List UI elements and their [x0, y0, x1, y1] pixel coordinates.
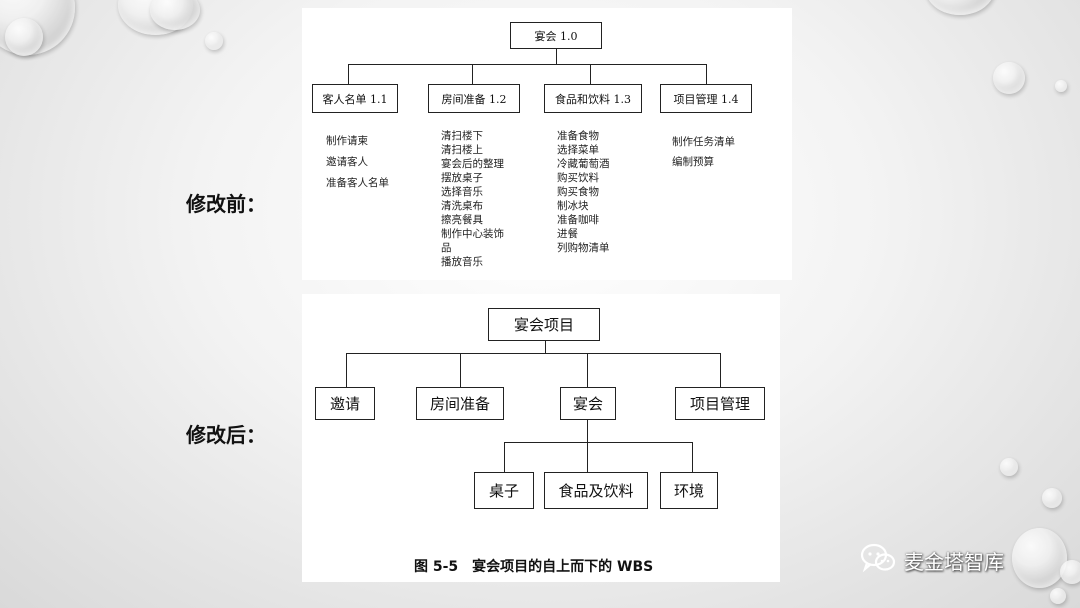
connector [460, 353, 462, 387]
wbs-branch-room-prep: 房间准备 1.2 [428, 84, 520, 113]
list-item: 播放音乐 [441, 256, 483, 268]
guest-list-items: 制作请柬 邀请客人 准备客人名单 [326, 131, 389, 194]
connector [545, 340, 547, 353]
list-item: 擦亮餐具 [441, 214, 483, 226]
connector [348, 64, 350, 84]
list-item: 清扫楼下 [441, 130, 483, 142]
connector [504, 442, 506, 472]
water-drop [5, 18, 43, 56]
brand-name: 麦金塔智库 [904, 549, 1004, 574]
list-item: 选择音乐 [441, 186, 483, 198]
list-item: 准备咖啡 [557, 214, 599, 226]
after-wbs-panel: 宴会项目 邀请 房间准备 宴会 项目管理 桌子 食品及饮料 环境 图 5-5 宴… [302, 294, 780, 582]
list-item: 品 [441, 242, 452, 254]
list-item: 购买饮料 [557, 172, 599, 184]
food-drink-items: 准备食物 选择菜单 冷藏葡萄酒 购买饮料 购买食物 制冰块 准备咖啡 进餐 列购… [557, 129, 610, 255]
brand-watermark: 麦金塔智库 [860, 543, 1004, 577]
connector [587, 353, 589, 387]
before-label: 修改前： [186, 192, 266, 216]
water-drop [1050, 588, 1066, 604]
after-label: 修改后： [186, 423, 266, 447]
connector [590, 64, 592, 84]
list-item: 选择菜单 [557, 144, 599, 156]
wbs-root-node: 宴会 1.0 [510, 22, 602, 49]
water-drop [205, 32, 223, 50]
connector [587, 420, 589, 442]
list-item: 制作中心装饰 [441, 228, 504, 240]
water-drop [1060, 560, 1080, 584]
wbs-node-environment: 环境 [660, 472, 718, 509]
list-item: 列购物清单 [557, 242, 610, 254]
wbs-node-food-beverage: 食品及饮料 [544, 472, 648, 509]
list-item: 摆放桌子 [441, 172, 483, 184]
connector [706, 64, 708, 84]
list-item: 编制预算 [672, 156, 714, 168]
figure-caption: 图 5-5 宴会项目的自上而下的 WBS [414, 559, 654, 575]
water-drop [1042, 488, 1062, 508]
water-drop [993, 62, 1025, 94]
list-item: 制冰块 [557, 200, 589, 212]
connector [587, 442, 589, 472]
project-mgmt-items: 制作任务清单 编制预算 [672, 132, 735, 172]
connector [472, 64, 474, 84]
connector [504, 442, 692, 444]
water-drop [1012, 528, 1067, 588]
wbs-branch-food-drink: 食品和饮料 1.3 [544, 84, 642, 113]
water-drop [1000, 458, 1018, 476]
connector [556, 48, 558, 64]
connector [346, 353, 720, 355]
connector [348, 64, 706, 66]
wbs-node-invite: 邀请 [315, 387, 375, 420]
before-wbs-panel: 宴会 1.0 客人名单 1.1 房间准备 1.2 食品和饮料 1.3 项目管理 … [302, 8, 792, 280]
list-item: 邀请客人 [326, 156, 368, 168]
wechat-icon [860, 543, 896, 577]
list-item: 冷藏葡萄酒 [557, 158, 610, 170]
list-item: 宴会后的整理 [441, 158, 504, 170]
connector [346, 353, 348, 387]
wbs-node-banquet: 宴会 [560, 387, 616, 420]
wbs-root-node: 宴会项目 [488, 308, 600, 341]
connector [692, 442, 694, 472]
water-drop [1055, 80, 1067, 92]
list-item: 准备客人名单 [326, 177, 389, 189]
wbs-branch-project-mgmt: 项目管理 1.4 [660, 84, 752, 113]
connector [720, 353, 722, 387]
water-drop [925, 0, 995, 15]
list-item: 制作任务清单 [672, 136, 735, 148]
list-item: 购买食物 [557, 186, 599, 198]
list-item: 准备食物 [557, 130, 599, 142]
wbs-node-project-mgmt: 项目管理 [675, 387, 765, 420]
list-item: 进餐 [557, 228, 578, 240]
wbs-node-tables: 桌子 [474, 472, 534, 509]
list-item: 清洗桌布 [441, 200, 483, 212]
list-item: 制作请柬 [326, 135, 368, 147]
room-prep-items: 清扫楼下 清扫楼上 宴会后的整理 摆放桌子 选择音乐 清洗桌布 擦亮餐具 制作中… [441, 129, 504, 269]
list-item: 清扫楼上 [441, 144, 483, 156]
wbs-node-room-prep: 房间准备 [416, 387, 504, 420]
wbs-branch-guest-list: 客人名单 1.1 [312, 84, 398, 113]
